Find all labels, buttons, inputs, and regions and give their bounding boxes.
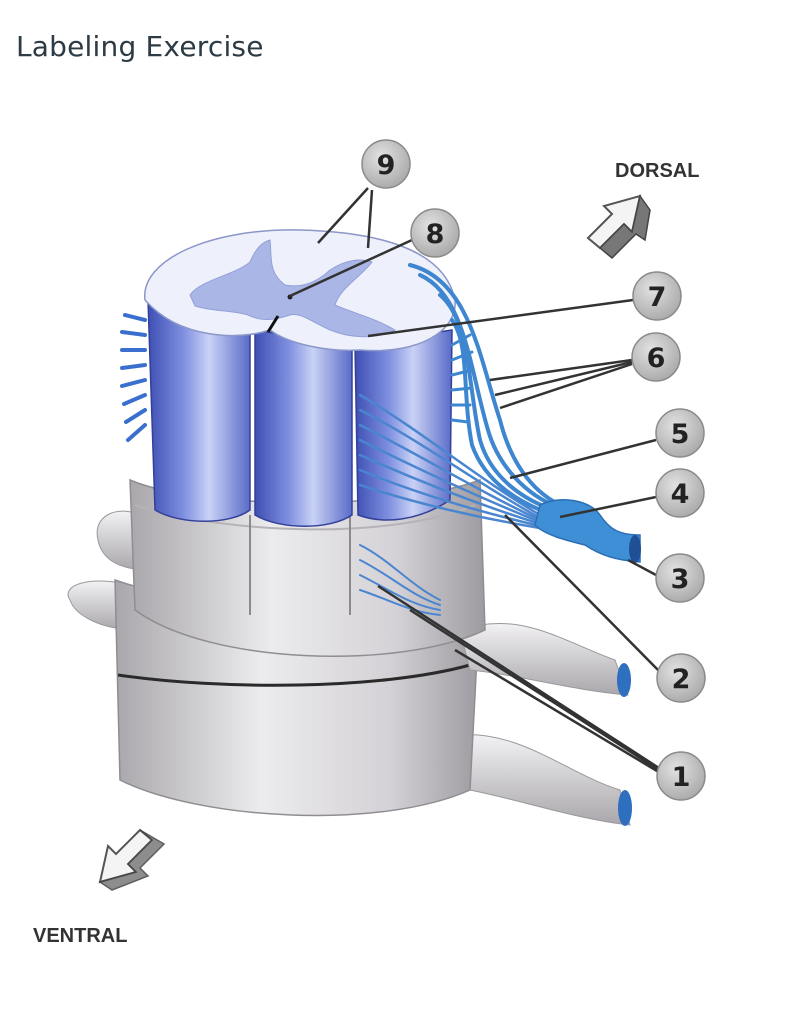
marker-8[interactable]: 8 [410,208,460,258]
marker-6[interactable]: 6 [631,332,681,382]
marker-1-label: 1 [672,762,691,793]
marker-3-label: 3 [671,564,690,595]
marker-9-label: 9 [377,150,396,181]
marker-7[interactable]: 7 [632,271,682,321]
marker-4[interactable]: 4 [655,468,705,518]
vertebra-upper [96,478,631,697]
marker-7-label: 7 [648,282,667,313]
ventral-arrow-icon [98,828,166,891]
marker-8-label: 8 [426,219,445,250]
marker-2-label: 2 [672,664,691,695]
marker-4-label: 4 [671,479,690,510]
marker-3[interactable]: 3 [655,553,705,603]
marker-9[interactable]: 9 [361,139,411,189]
ventral-label: VENTRAL [33,925,127,947]
page-title: Labeling Exercise [16,30,264,63]
dorsal-label: DORSAL [615,160,699,182]
marker-5-label: 5 [671,419,690,450]
marker-6-label: 6 [647,343,666,374]
marker-1[interactable]: 1 [656,751,706,801]
marker-2[interactable]: 2 [656,653,706,703]
dorsal-arrow-icon [586,194,651,260]
leader-lines [289,187,663,776]
nerve-roots [358,263,641,616]
spinal-cord [120,229,456,527]
marker-5[interactable]: 5 [655,408,705,458]
